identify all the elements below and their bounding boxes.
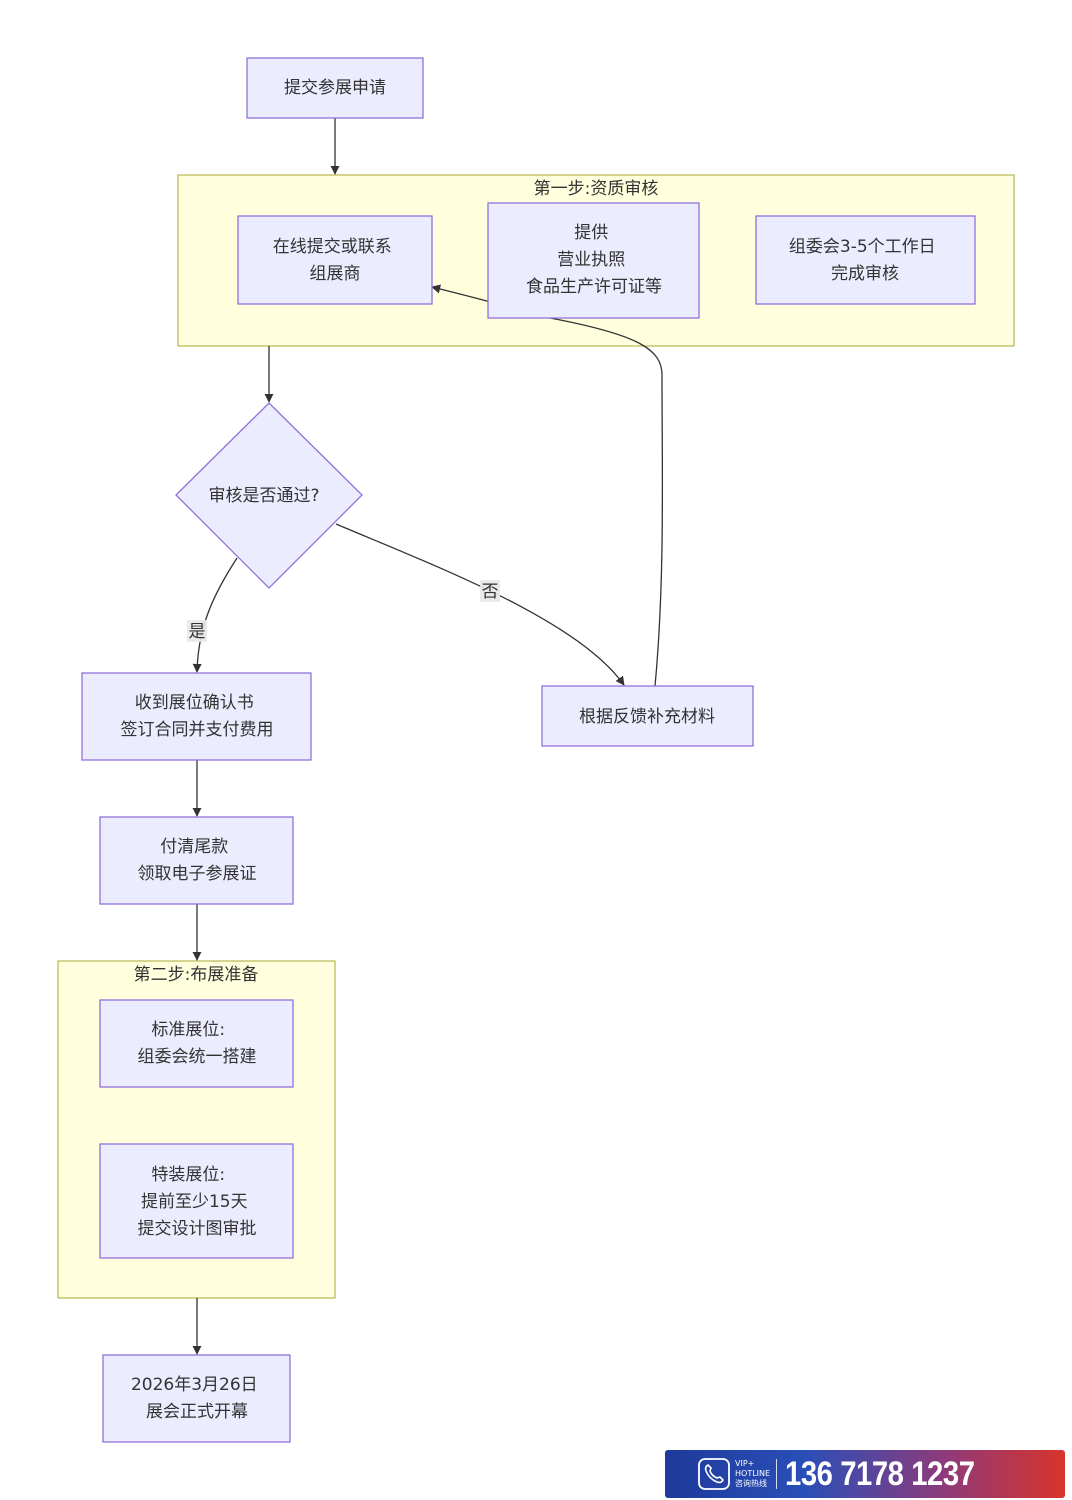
svg-text:在线提交或联系 组展商: 在线提交或联系 组展商	[273, 237, 397, 284]
node-special: 特装展位: 提前至少15天 提交设计图审批	[99, 1143, 294, 1259]
edge-supplement-loop	[431, 284, 664, 687]
node-decision: 审核是否通过?	[175, 402, 363, 589]
edge-decision-yes	[192, 557, 238, 673]
edge-decision-no	[335, 523, 625, 686]
svg-text:2026年3月26日 展会正式开幕: 2026年3月26日 展会正式开幕	[131, 1375, 263, 1422]
hotline-tag-top: VIP+	[735, 1459, 755, 1468]
hotline-separator	[776, 1459, 778, 1489]
node-submit: 提交参展申请	[246, 57, 424, 119]
flowchart: 第一步:资质审核 第二步:布展准备 是 否 提交参展申请 在线提交或联系 组展商	[57, 57, 1015, 1443]
svg-text:特装展位: 提前至少15天 提交设计: 特装展位: 提前至少15天 提交设计图审批	[138, 1165, 257, 1239]
edge-label-yes: 是	[187, 620, 207, 642]
svg-text:根据反馈补充材料: 根据反馈补充材料	[579, 707, 715, 727]
hotline-number[interactable]: 136 7178 1237	[785, 1454, 975, 1493]
node-pay: 付清尾款 领取电子参展证	[99, 816, 294, 905]
svg-text:组委会3-5个工作日 完成审核: 组委会3-5个工作日 完成审核	[789, 237, 941, 284]
svg-text:提交参展申请: 提交参展申请	[284, 78, 386, 98]
node-opening: 2026年3月26日 展会正式开幕	[102, 1354, 291, 1443]
node-provide: 提供 营业执照 食品生产许可证等	[487, 202, 700, 319]
node-committee: 组委会3-5个工作日 完成审核	[755, 215, 976, 305]
svg-text:标准展位: 组委会统一搭建: 标准展位: 组委会统一搭建	[138, 1020, 257, 1067]
hotline-banner[interactable]: VIP+ HOTLINE 咨询热线 136 7178 1237	[665, 1450, 1065, 1498]
hotline-tag: VIP+ HOTLINE 咨询热线	[735, 1459, 770, 1489]
svg-text:审核是否通过?: 审核是否通过?	[208, 486, 319, 506]
hotline-tag-mid: HOTLINE	[735, 1469, 771, 1478]
cluster-step1-title: 第一步:资质审核	[534, 179, 659, 199]
svg-text:否: 否	[482, 582, 499, 602]
edge-label-no: 否	[480, 580, 500, 602]
cluster-step2-title: 第二步:布展准备	[134, 965, 259, 985]
node-receive: 收到展位确认书 签订合同并支付费用	[81, 672, 312, 761]
node-supplement: 根据反馈补充材料	[541, 685, 754, 747]
svg-text:提供 营业执照 食品生产许可证等: 提供 营业执照 食品生产许可证等	[526, 223, 662, 297]
hotline-tag-cn: 咨询热线	[735, 1479, 767, 1488]
node-online: 在线提交或联系 组展商	[237, 215, 433, 305]
node-standard: 标准展位: 组委会统一搭建	[99, 999, 294, 1088]
phone-icon	[698, 1458, 730, 1490]
svg-text:是: 是	[189, 622, 206, 642]
svg-text:付清尾款 领取电子参展证: 付清尾款 领取电子参展证	[138, 837, 257, 884]
svg-text:收到展位确认书 签订合同并支付费用: 收到展位确认书 签订合同并支付费用	[121, 693, 274, 740]
